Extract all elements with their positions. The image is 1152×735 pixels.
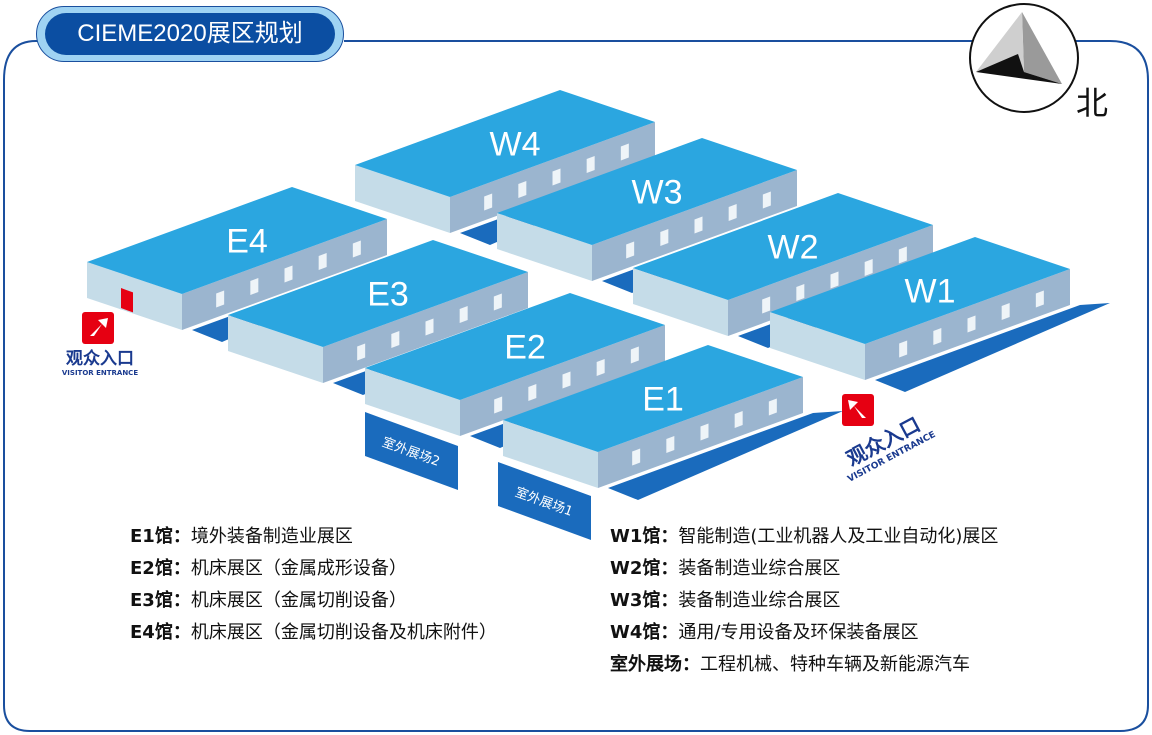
- hall-window: [518, 181, 527, 198]
- legend-item: W3馆：装备制造业综合展区: [610, 590, 841, 611]
- legend-item: W4馆：通用/专用设备及环保装备展区: [610, 622, 919, 643]
- hall-window: [1035, 290, 1044, 308]
- hall-side-wall: [633, 268, 728, 336]
- hall-window: [768, 398, 777, 416]
- legend-item: W2馆：装备制造业综合展区: [610, 558, 841, 579]
- hall-side-wall: [770, 312, 865, 380]
- hall-roof: [365, 293, 665, 400]
- hall-window: [630, 346, 639, 364]
- hall-side-wall: [503, 420, 598, 488]
- hall-window: [898, 246, 907, 264]
- entrance-en: VISITOR ENTRANCE: [61, 369, 139, 377]
- hall-window: [694, 216, 703, 234]
- title-badge: CIEME2020展区规划: [36, 6, 344, 62]
- hall-shadow: [608, 411, 843, 500]
- hall-window: [528, 384, 537, 401]
- outdoor-sign: [498, 462, 591, 540]
- hall-label: E3: [367, 276, 409, 314]
- hall-window: [762, 296, 771, 314]
- hall-window: [1001, 303, 1010, 320]
- hall-window: [493, 293, 502, 311]
- hall-side-wall: [228, 315, 323, 383]
- legend-right: W1馆：智能制造(工业机器人及工业自动化)展区 W2馆：装备制造业综合展区 W3…: [610, 521, 998, 681]
- hall-window: [425, 318, 434, 336]
- hall-window: [318, 253, 327, 270]
- hall-label: W4: [490, 126, 541, 164]
- page-title: CIEME2020展区规划: [45, 13, 335, 55]
- hall-side-wall: [497, 213, 592, 281]
- hall-window: [864, 259, 873, 276]
- hall-window: [494, 396, 503, 414]
- legend-left: E1馆：境外装备制造业展区 E2馆：机床展区（金属成形设备） E3馆：机床展区（…: [130, 521, 497, 649]
- hall-window: [459, 306, 468, 323]
- hall-window: [216, 290, 225, 308]
- hall-shadow: [875, 303, 1110, 392]
- hall-roof: [228, 240, 528, 347]
- hall-side-wall: [87, 262, 182, 330]
- entrance-icon-east: [842, 394, 874, 426]
- hall-window: [620, 143, 629, 161]
- outdoor-area-1[interactable]: 室外展场1: [498, 462, 591, 540]
- entrance-west: 观众入口 VISITOR ENTRANCE: [50, 344, 150, 377]
- hall-side-wall: [365, 368, 460, 436]
- hall-window: [586, 156, 595, 173]
- hall-e1[interactable]: E1: [503, 345, 843, 500]
- hall-window: [357, 343, 366, 361]
- outdoor-area-2[interactable]: 室外展场2: [365, 412, 458, 490]
- hall-window: [734, 411, 743, 428]
- hall-window: [728, 204, 737, 221]
- hall-label: E2: [504, 329, 546, 367]
- hall-window: [899, 340, 908, 358]
- hall-roof: [355, 90, 655, 197]
- hall-roof: [87, 187, 387, 294]
- hall-roof: [497, 138, 797, 245]
- hall-window: [933, 328, 942, 345]
- hall-window: [484, 193, 493, 211]
- hall-window: [250, 278, 259, 295]
- hall-window: [391, 331, 400, 348]
- hall-roof: [633, 193, 933, 300]
- hall-label: W2: [768, 229, 819, 267]
- hall-window: [562, 371, 571, 389]
- hall-label: E4: [226, 223, 268, 261]
- compass-icon: [969, 3, 1079, 113]
- hall-label: W1: [905, 273, 956, 311]
- hall-window: [666, 436, 675, 453]
- hall-roof: [503, 345, 803, 452]
- hall-window: [596, 359, 605, 376]
- hall-roof: [770, 237, 1070, 344]
- hall-window: [632, 448, 641, 466]
- hall-window: [552, 168, 561, 186]
- hall-label: W3: [632, 174, 683, 212]
- legend-item: E2馆：机床展区（金属成形设备）: [130, 558, 407, 579]
- legend-item: 室外展场：工程机械、特种车辆及新能源汽车: [610, 654, 970, 675]
- legend-item: E3馆：机床展区（金属切削设备）: [130, 590, 407, 611]
- hall-window: [796, 284, 805, 301]
- hall-window: [352, 240, 361, 258]
- legend-item: E4馆：机床展区（金属切削设备及机床附件）: [130, 622, 497, 643]
- entrance-icon-west: [82, 312, 114, 344]
- hall-window: [830, 271, 839, 289]
- hall-window: [626, 241, 635, 259]
- legend-item: W1馆：智能制造(工业机器人及工业自动化)展区: [610, 526, 999, 547]
- hall-window: [967, 315, 976, 333]
- hall-window: [660, 229, 669, 246]
- outdoor-sign: [365, 412, 458, 490]
- outdoor-layer: 室外展场2 室外展场1: [365, 412, 591, 540]
- hall-label: E1: [642, 381, 684, 419]
- entrance-cn: 观众入口: [66, 349, 134, 369]
- hall-w1[interactable]: W1: [770, 237, 1110, 392]
- north-label: 北: [1076, 84, 1109, 122]
- hall-window: [284, 265, 293, 283]
- hall-window: [762, 191, 771, 209]
- legend-item: E1馆：境外装备制造业展区: [130, 526, 353, 547]
- hall-side-wall: [355, 165, 450, 233]
- hall-window: [700, 423, 709, 441]
- e4-entrance-door: [121, 288, 133, 313]
